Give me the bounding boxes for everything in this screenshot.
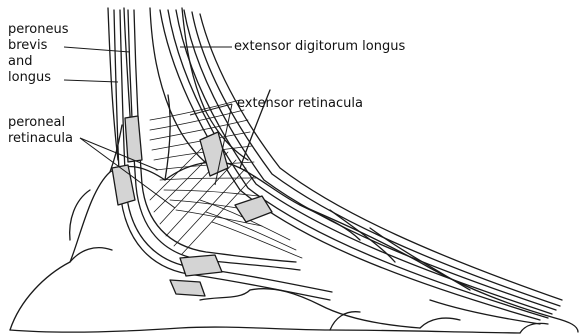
label-line-1: peroneal	[8, 115, 73, 131]
peroneal-retinaculum-lower	[112, 165, 135, 205]
label-extensor-digitorum-longus: extensor digitorum longus	[234, 39, 405, 55]
heel-outline	[10, 327, 520, 333]
peroneal-sheath	[180, 255, 222, 276]
label-peroneus-brevis-longus: peroneus brevis and longus	[8, 22, 69, 86]
label-peroneal-retinacula: peroneal retinacula	[8, 115, 73, 147]
label-line-2: retinacula	[8, 131, 73, 147]
label-line-4: longus	[8, 70, 69, 86]
label-line-2: brevis	[8, 38, 69, 54]
label-line-3: and	[8, 54, 69, 70]
peroneal-retinaculum-upper	[125, 116, 142, 162]
leader-extensor-retinacula-1	[190, 104, 232, 115]
extensor-retinaculum-inferior	[235, 196, 272, 222]
leader-peroneus-longus	[64, 80, 118, 82]
leader-peroneus-brevis	[64, 47, 130, 52]
label-extensor-retinacula: extensor retinacula	[237, 96, 363, 112]
label-line-1: peroneus	[8, 22, 69, 38]
